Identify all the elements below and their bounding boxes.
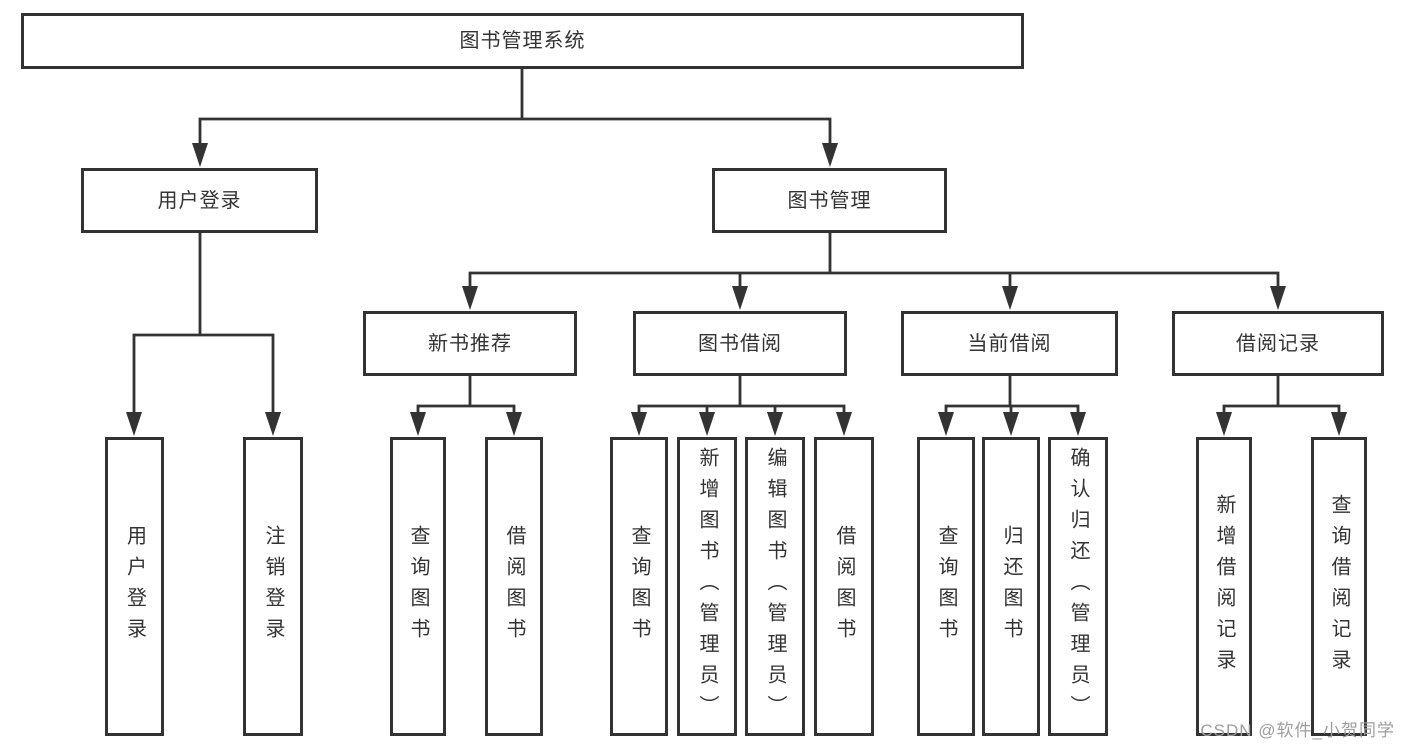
- arrow-down-icon: [836, 412, 852, 436]
- leaf-current-query-books: 查询图书: [917, 437, 975, 736]
- leaf-records-add-borrow-record: 新增借阅记录: [1196, 437, 1252, 736]
- leaf-current-confirm-return-admin: 确认归还（管理员）: [1048, 437, 1108, 736]
- leaf-borrowing-borrow-books: 借阅图书: [814, 437, 874, 736]
- arrow-down-icon: [1070, 412, 1086, 436]
- arrow-down-icon: [1216, 412, 1232, 436]
- leaf-current-return-books: 归还图书: [982, 437, 1040, 736]
- arrow-down-icon: [1331, 412, 1347, 436]
- leaf-borrowing-add-books-admin: 新增图书（管理员）: [677, 437, 737, 736]
- leaf-recommend-query-books: 查询图书: [390, 437, 446, 736]
- arrow-down-icon: [732, 286, 748, 310]
- leaf-borrowing-edit-books-admin: 编辑图书（管理员）: [745, 437, 805, 736]
- leaf-user-login: 用户登录: [105, 437, 164, 736]
- arrow-down-icon: [1270, 286, 1286, 310]
- node-user-login: 用户登录: [81, 168, 318, 233]
- arrow-down-icon: [767, 412, 783, 436]
- leaf-logout: 注销登录: [243, 437, 303, 736]
- leaf-borrowing-query-books: 查询图书: [610, 437, 668, 736]
- arrow-down-icon: [699, 412, 715, 436]
- node-current-borrowing: 当前借阅: [901, 311, 1118, 376]
- node-root-library-management-system: 图书管理系统: [21, 13, 1024, 69]
- arrow-down-icon: [192, 143, 208, 167]
- node-new-book-recommendation: 新书推荐: [363, 311, 577, 376]
- arrowheads: [126, 143, 1347, 436]
- arrow-down-icon: [265, 412, 281, 436]
- node-book-borrowing: 图书借阅: [633, 311, 847, 376]
- arrow-down-icon: [506, 412, 522, 436]
- arrow-down-icon: [126, 412, 142, 436]
- connector-paths: [132, 69, 1341, 416]
- csdn-watermark: CSDN @软件_小贺同学: [1200, 721, 1395, 740]
- leaf-records-query-borrow-record: 查询借阅记录: [1311, 437, 1367, 736]
- arrow-down-icon: [1002, 286, 1018, 310]
- arrow-down-icon: [938, 412, 954, 436]
- arrow-down-icon: [462, 286, 478, 310]
- node-book-management: 图书管理: [712, 168, 947, 233]
- arrow-down-icon: [410, 412, 426, 436]
- node-borrowing-records: 借阅记录: [1172, 311, 1384, 376]
- arrow-down-icon: [1003, 412, 1019, 436]
- arrow-down-icon: [631, 412, 647, 436]
- leaf-recommend-borrow-books: 借阅图书: [485, 437, 543, 736]
- arrow-down-icon: [822, 143, 838, 167]
